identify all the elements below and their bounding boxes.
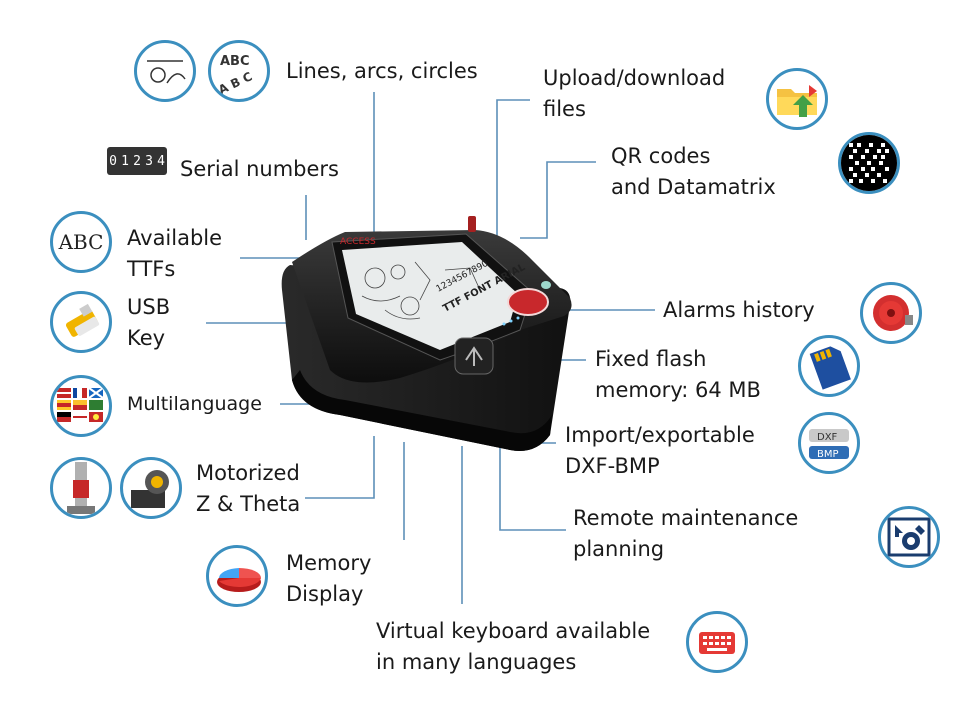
alarm-bell-icon <box>860 282 922 344</box>
text-icon: ABC A B C <box>208 40 270 102</box>
feature-upload-download: Upload/download files <box>543 66 726 121</box>
feature-import-exportable: Import/exportable DXF-BMP <box>565 423 755 478</box>
device-logo-emblem <box>507 288 549 316</box>
lines-arcs-icon <box>134 40 196 102</box>
theta-rotary-icon <box>120 457 182 519</box>
sd-card-icon <box>798 335 860 397</box>
feature-memory-display: Memory Display <box>286 551 372 606</box>
svg-text:ABC: ABC <box>220 54 250 69</box>
emergency-knob <box>468 216 476 232</box>
feature-usb-key: USB Key <box>127 295 171 350</box>
folder-upload-icon <box>766 68 828 130</box>
dxf-bmp-icon: DXF BMP <box>798 412 860 474</box>
feature-fixed-flash: Fixed flash memory: 64 MB <box>595 347 761 402</box>
z-axis-column-icon <box>50 457 112 519</box>
svg-text:A B C: A B C <box>216 69 254 97</box>
feature-multilanguage: Multilanguage <box>127 393 262 415</box>
serial-number-icon: 0 1 2 3 4 <box>107 147 167 175</box>
leader-motorized <box>305 436 375 499</box>
status-light <box>541 281 551 289</box>
remote-maintenance-icon <box>878 506 940 568</box>
feature-available-ttfs: Available TTFs <box>127 226 223 281</box>
svg-text:DXF: DXF <box>817 432 838 443</box>
leader-remote <box>499 446 566 531</box>
feature-qr-codes: QR codes and Datamatrix <box>611 144 776 199</box>
device-brand: ACCESS <box>340 237 376 247</box>
marking-controller-device: 1234567890 TTF FONT ARIAL ACCESS <box>281 216 572 451</box>
feature-virtual-keyboard: Virtual keyboard available in many langu… <box>376 619 651 674</box>
flags-icon <box>50 375 112 437</box>
leader-qr <box>520 161 596 239</box>
usb-key-icon <box>50 291 112 353</box>
keyboard-icon <box>686 611 748 673</box>
leader-upload <box>496 99 530 240</box>
svg-text:BMP: BMP <box>817 449 839 460</box>
screen-drawings <box>361 261 481 320</box>
memory-pie-icon <box>206 545 268 607</box>
font-icon: ABC <box>50 211 112 273</box>
feature-remote-maintenance: Remote maintenance planning <box>573 506 799 561</box>
qr-code-icon <box>838 132 900 194</box>
feature-alarms-history: Alarms history <box>663 298 815 322</box>
usb-port <box>454 337 494 375</box>
feature-serial-numbers: Serial numbers <box>180 157 339 181</box>
feature-lines-arcs-circles: Lines, arcs, circles <box>286 59 478 83</box>
feature-motorized: Motorized Z & Theta <box>196 461 301 516</box>
